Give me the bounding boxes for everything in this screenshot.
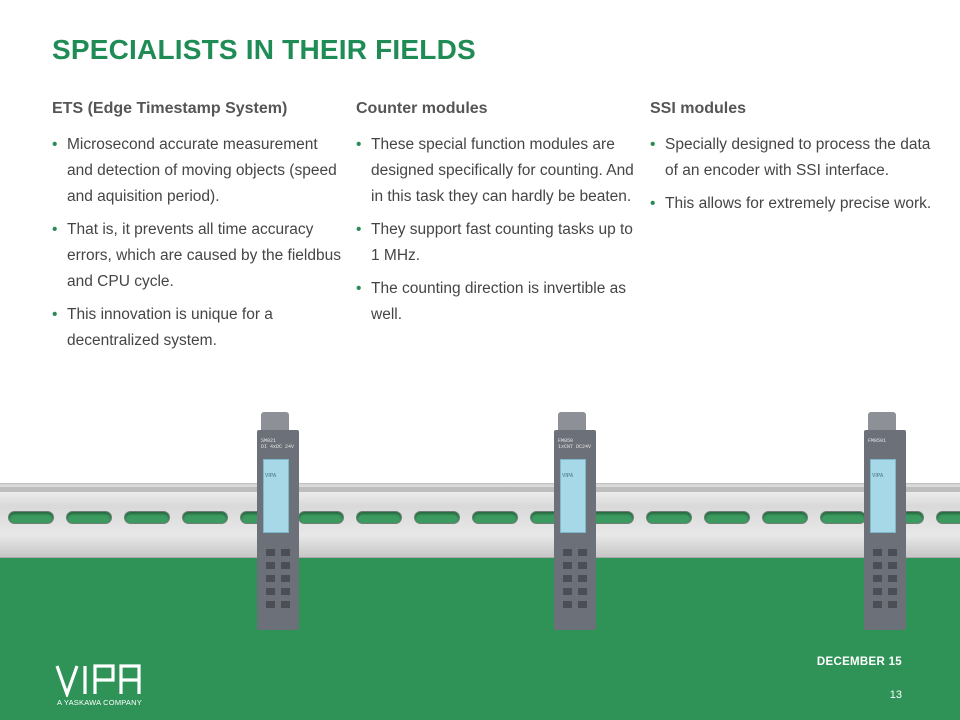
rail-slot xyxy=(646,511,692,524)
module-clip xyxy=(261,412,289,434)
io-module-fm050: FM050 1xCNT DC24V VIPA xyxy=(554,412,596,632)
module-clip xyxy=(868,412,896,434)
module-led-window xyxy=(560,459,586,533)
module-window-text: VIPA xyxy=(265,473,277,479)
module-label: FM050 1xCNT DC24V xyxy=(558,438,591,450)
module-led-window xyxy=(870,459,896,533)
module-label: FM0501 xyxy=(868,438,886,444)
column-heading: ETS (Edge Timestamp System) xyxy=(52,100,288,117)
footer-band xyxy=(0,540,960,720)
module-terminals xyxy=(263,546,293,630)
module-model: FM0501 xyxy=(868,438,887,444)
module-subtitle: 1xCNT DC24V xyxy=(558,444,592,450)
bullet-item: This innovation is unique for a decentra… xyxy=(52,302,342,354)
rail-slot xyxy=(936,511,960,524)
module-window-text: VIPA xyxy=(562,473,574,479)
rail-slot xyxy=(820,511,866,524)
bullet-item: That is, it prevents all time accuracy e… xyxy=(52,217,342,295)
module-terminals xyxy=(560,546,590,630)
module-subtitle: DI 4xDC 24V xyxy=(261,444,295,450)
rail-slot xyxy=(124,511,170,524)
din-rail-slots xyxy=(8,511,960,527)
rail-slot xyxy=(762,511,808,524)
vipa-logo xyxy=(55,664,141,697)
bullet-item: The counting direction is invertible as … xyxy=(356,276,641,328)
rail-slot xyxy=(182,511,228,524)
io-module-sm021: SM021 DI 4xDC 24V VIPA xyxy=(257,412,299,632)
column-ets: ETS (Edge Timestamp System) Microsecond … xyxy=(52,100,342,361)
module-window-text: VIPA xyxy=(872,473,884,479)
bullet-list: Specially designed to process the data o… xyxy=(650,132,940,217)
footer-date: DECEMBER 15 xyxy=(816,656,902,668)
io-module-fm0501: FM0501 VIPA xyxy=(864,412,906,632)
module-label: SM021 DI 4xDC 24V xyxy=(261,438,294,450)
din-rail-lip xyxy=(0,487,960,492)
module-model: SM021 xyxy=(261,438,277,444)
column-heading: SSI modules xyxy=(650,100,747,117)
rail-slot xyxy=(414,511,460,524)
slide-title: SPECIALISTS IN THEIR FIELDS xyxy=(52,34,476,65)
column-heading: Counter modules xyxy=(356,100,488,117)
bullet-item: These special function modules are desig… xyxy=(356,132,641,210)
bullet-item: They support fast counting tasks up to 1… xyxy=(356,217,641,269)
bullet-item: This allows for extremely precise work. xyxy=(650,191,940,217)
rail-slot xyxy=(66,511,112,524)
bullet-list: Microsecond accurate measurement and det… xyxy=(52,132,342,354)
column-ssi-modules: SSI modules Specially designed to proces… xyxy=(650,100,940,224)
page-number: 13 xyxy=(889,689,902,701)
bullet-list: These special function modules are desig… xyxy=(356,132,641,328)
rail-slot xyxy=(356,511,402,524)
module-terminals xyxy=(870,546,900,630)
bullet-item: Specially designed to process the data o… xyxy=(650,132,940,184)
module-led-window xyxy=(263,459,289,533)
module-model: FM050 xyxy=(558,438,574,444)
rail-slot xyxy=(472,511,518,524)
rail-slot xyxy=(298,511,344,524)
rail-slot xyxy=(8,511,54,524)
column-counter-modules: Counter modules These special function m… xyxy=(356,100,641,335)
module-clip xyxy=(558,412,586,434)
logo-subtitle: A YASKAWA COMPANY xyxy=(57,698,142,707)
bullet-item: Microsecond accurate measurement and det… xyxy=(52,132,342,210)
rail-slot xyxy=(704,511,750,524)
